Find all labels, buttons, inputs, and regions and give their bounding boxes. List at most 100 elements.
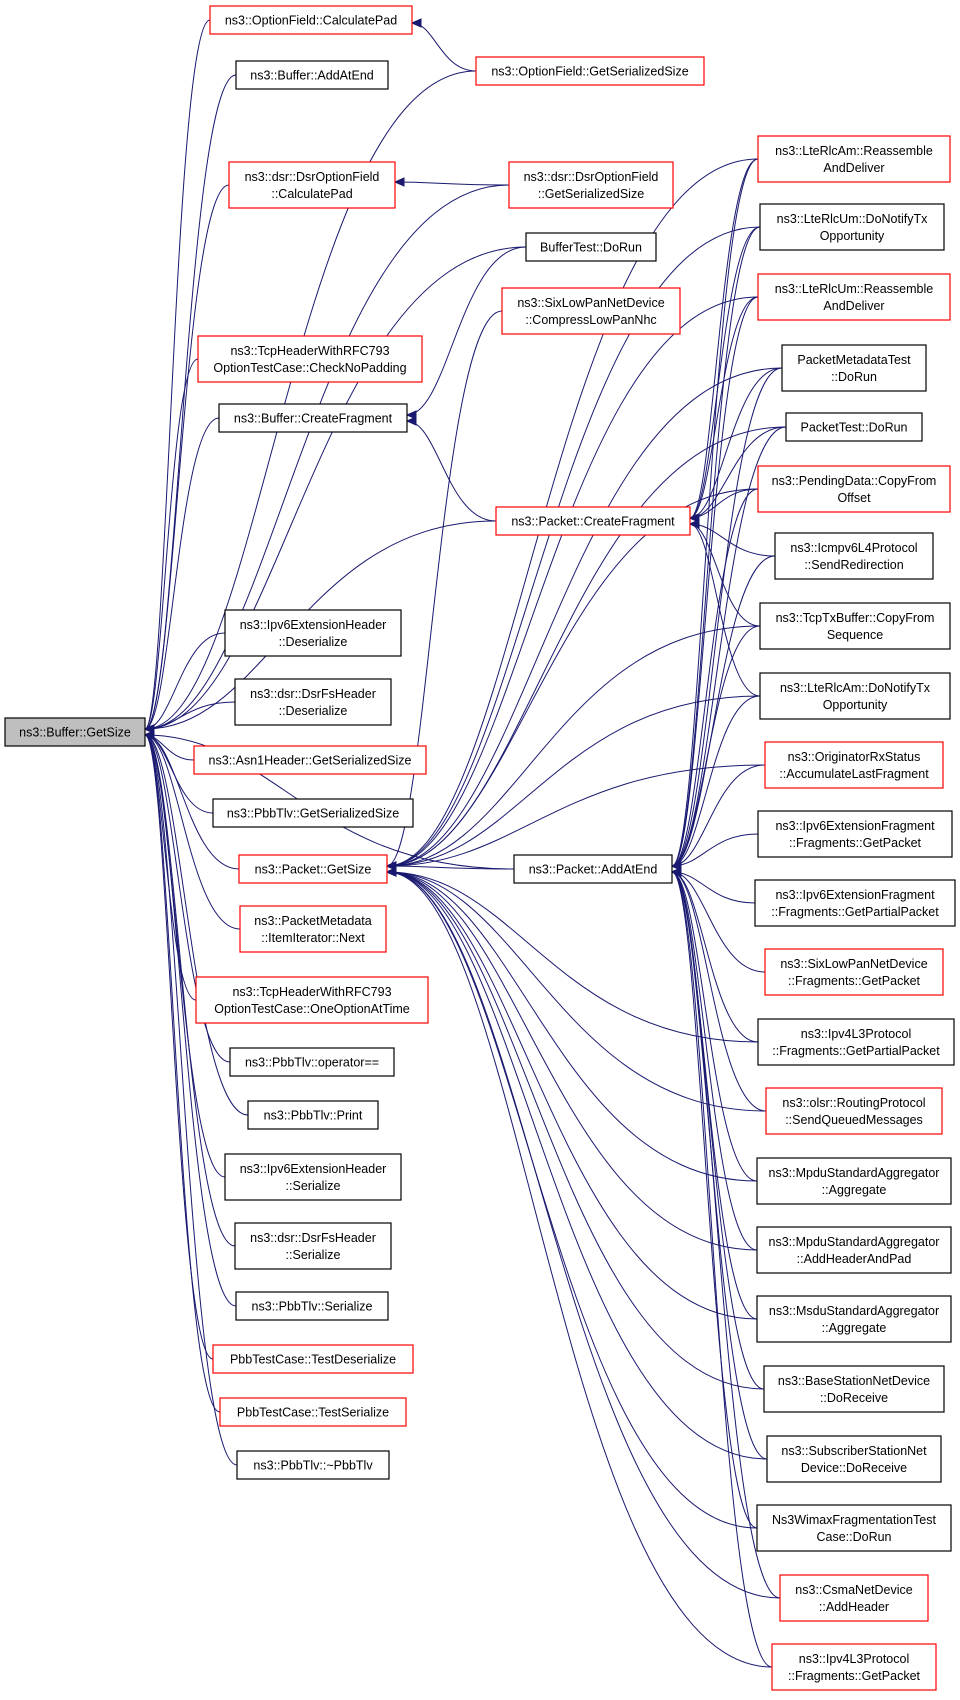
node-ns3-pbbtlv-pbbtlv[interactable]: ns3::PbbTlv::~PbbTlv (236, 1450, 390, 1480)
node-label: ::Deserialize (279, 635, 348, 649)
node-ns3-tcpheaderwithrfc793-optiontestcase-oneoptionattime[interactable]: ns3::TcpHeaderWithRFC793OptionTestCase::… (195, 976, 429, 1024)
node-box (212, 798, 414, 828)
node-ns3-packet-addatend[interactable]: ns3::Packet::AddAtEnd (513, 854, 673, 884)
edge-n-orig-to-n-pktgetsize (385, 764, 766, 871)
node-ns3-packet-getsize[interactable]: ns3::Packet::GetSize (238, 854, 388, 884)
edge-n-ipv4fragpkt-to-n-pktaddend (670, 867, 773, 1668)
node-ns3-buffer-getsize[interactable]: ns3::Buffer::GetSize (4, 717, 146, 747)
node-label: ns3::MpduStandardAggregator (769, 1235, 940, 1249)
node-ns3-packet-createfragment[interactable]: ns3::Packet::CreateFragment (495, 506, 691, 536)
node-label: ns3::dsr::DsrOptionField (245, 170, 380, 184)
node-box (757, 273, 951, 321)
node-label: ::AddHeaderAndPad (797, 1252, 912, 1266)
edge-n-rlcumreasm-to-n-pktcreatefrag (688, 296, 759, 523)
node-ns3-sixlowpannetdevice-fragments-getpacket[interactable]: ns3::SixLowPanNetDevice::Fragments::GetP… (764, 948, 944, 996)
node-ns3-icmpv6l4protocol-sendredirection[interactable]: ns3::Icmpv6L4Protocol::SendRedirection (774, 532, 934, 580)
node-label: ns3::MsduStandardAggregator (769, 1304, 939, 1318)
node-label: ns3::PendingData::CopyFrom (772, 474, 937, 488)
node-label: ns3::BaseStationNetDevice (778, 1374, 930, 1388)
node-ns3-originatorrxstatus-accumulatelastfragment[interactable]: ns3::OriginatorRxStatus::AccumulateLastF… (764, 741, 944, 789)
node-ns3-ipv6extensionheader-deserialize[interactable]: ns3::Ipv6ExtensionHeader::Deserialize (224, 609, 402, 657)
node-box (234, 678, 392, 726)
node-pbbtestcase-testserialize[interactable]: PbbTestCase::TestSerialize (219, 1397, 407, 1427)
node-packettest-dorun[interactable]: PacketTest::DoRun (785, 412, 923, 442)
edge-n-olsr-to-n-pktgetsize (385, 867, 767, 1112)
node-label: ns3::Buffer::CreateFragment (234, 412, 393, 426)
node-label: ns3::Ipv6ExtensionHeader (240, 618, 387, 632)
node-label: ns3::Packet::AddAtEnd (529, 863, 658, 877)
node-box (525, 232, 657, 262)
edge-n-icmpv6-to-n-pktcreatefrag (688, 519, 776, 557)
node-packetmetadatatest-dorun[interactable]: PacketMetadataTest::DoRun (781, 344, 927, 392)
node-label: ::Aggregate (822, 1183, 887, 1197)
edge-n-tcptx-to-n-pktaddend (670, 625, 761, 871)
edge-n-optser-to-n-optcalc (410, 18, 477, 72)
node-ns3-pbbtlv-serialize[interactable]: ns3::PbbTlv::Serialize (235, 1291, 389, 1321)
node-box (508, 161, 674, 209)
node-ns3-buffer-addatend[interactable]: ns3::Buffer::AddAtEnd (235, 60, 389, 90)
node-ns3-pbbtlv-operator[interactable]: ns3::PbbTlv::operator== (229, 1047, 395, 1077)
node-ns3-ipv4l3protocol-fragments-getpartialpacket[interactable]: ns3::Ipv4L3Protocol::Fragments::GetParti… (757, 1018, 955, 1066)
node-label: ::Fragments::GetPacket (788, 1669, 921, 1683)
node-ns3-pbbtlv-getserializedsize[interactable]: ns3::PbbTlv::GetSerializedSize (212, 798, 414, 828)
node-label: ns3::SubscriberStationNet (781, 1444, 927, 1458)
nodes-layer: ns3::Buffer::GetSize ns3::OptionField::Ca… (4, 5, 956, 1691)
node-ns3-olsr-routingprotocol-sendqueuedmessages[interactable]: ns3::olsr::RoutingProtocol::SendQueuedMe… (765, 1087, 943, 1135)
node-buffertest-dorun[interactable]: BufferTest::DoRun (525, 232, 657, 262)
node-label: ns3::Ipv4L3Protocol (801, 1027, 912, 1041)
node-ns3-subscriberstationnet-device-doreceive[interactable]: ns3::SubscriberStationNetDevice::DoRecei… (766, 1435, 942, 1483)
node-box (209, 5, 413, 35)
edge-n-pending-to-n-pktgetsize (385, 488, 759, 871)
node-ns3-ipv6extensionheader-serialize[interactable]: ns3::Ipv6ExtensionHeader::Serialize (224, 1153, 402, 1201)
edge-n-tcptx-to-n-pktgetsize (385, 625, 761, 871)
node-ns3-msdustandardaggregator-aggregate[interactable]: ns3::MsduStandardAggregator::Aggregate (756, 1295, 952, 1343)
node-box (759, 672, 951, 720)
node-label: ::Fragments::GetPacket (788, 974, 921, 988)
node-ns3-optionfield-getserializedsize[interactable]: ns3::OptionField::GetSerializedSize (475, 56, 705, 86)
node-label: ::DoReceive (820, 1391, 888, 1405)
node-box (757, 465, 951, 513)
node-ns3-asn1header-getserializedsize[interactable]: ns3::Asn1Header::GetSerializedSize (193, 745, 427, 775)
node-box (219, 1397, 407, 1427)
node-box (785, 412, 923, 442)
node-ns3-packetmetadata-itemiterator-next[interactable]: ns3::PacketMetadata::ItemIterator::Next (239, 905, 387, 953)
node-label: ns3::SixLowPanNetDevice (517, 296, 664, 310)
node-pbbtestcase-testdeserialize[interactable]: PbbTestCase::TestDeserialize (212, 1344, 414, 1374)
node-label: Opportunity (823, 698, 888, 712)
node-ns3-ipv6extensionfragment-fragments-getpartialpacket[interactable]: ns3::Ipv6ExtensionFragment::Fragments::G… (754, 879, 956, 927)
node-ns3-mpdustandardaggregator-aggregate[interactable]: ns3::MpduStandardAggregator::Aggregate (756, 1157, 952, 1205)
node-box (771, 1643, 937, 1691)
node-box (238, 854, 388, 884)
node-ns3-sixlowpannetdevice-compresslowpannhc[interactable]: ns3::SixLowPanNetDevice::CompressLowPanN… (501, 287, 681, 335)
node-ns3-csmanetdevice-addheader[interactable]: ns3::CsmaNetDevice::AddHeader (779, 1574, 929, 1622)
node-ns3-dsr-dsrfsheader-serialize[interactable]: ns3::dsr::DsrFsHeader::Serialize (234, 1222, 392, 1270)
node-ns3-ipv4l3protocol-fragments-getpacket[interactable]: ns3::Ipv4L3Protocol::Fragments::GetPacke… (771, 1643, 937, 1691)
node-ns3-buffer-createfragment[interactable]: ns3::Buffer::CreateFragment (218, 403, 408, 433)
node-ns3-ipv6extensionfragment-fragments-getpacket[interactable]: ns3::Ipv6ExtensionFragment::Fragments::G… (757, 810, 953, 858)
node-ns3-mpdustandardaggregator-addheaderandpad[interactable]: ns3::MpduStandardAggregator::AddHeaderAn… (756, 1226, 952, 1274)
node-ns3-basestationnetdevice-doreceive[interactable]: ns3::BaseStationNetDevice::DoReceive (763, 1365, 945, 1413)
node-box (4, 717, 146, 747)
node-box (756, 1157, 952, 1205)
node-label: OptionTestCase::CheckNoPadding (213, 361, 406, 375)
node-ns3-dsr-dsrfsheader-deserialize[interactable]: ns3::dsr::DsrFsHeader::Deserialize (234, 678, 392, 726)
node-label: ns3::dsr::DsrOptionField (524, 170, 659, 184)
node-box (218, 403, 408, 433)
node-ns3-tcpheaderwithrfc793-optiontestcase-checknopadding[interactable]: ns3::TcpHeaderWithRFC793OptionTestCase::… (197, 335, 423, 383)
node-label: ::AccumulateLastFragment (779, 767, 929, 781)
node-ns3-dsr-dsroptionfield-getserializedsize[interactable]: ns3::dsr::DsrOptionField::GetSerializedS… (508, 161, 674, 209)
node-ns3-dsr-dsroptionfield-calculatepad[interactable]: ns3::dsr::DsrOptionField::CalculatePad (228, 161, 396, 209)
node-label: Opportunity (820, 229, 885, 243)
node-ns3-optionfield-calculatepad[interactable]: ns3::OptionField::CalculatePad (209, 5, 413, 35)
node-label: ns3::LteRlcUm::DoNotifyTx (777, 212, 928, 226)
node-ns3-pbbtlv-print[interactable]: ns3::PbbTlv::Print (247, 1100, 379, 1130)
node-label: ns3::SixLowPanNetDevice (780, 957, 927, 971)
edge-n-pktcreatefrag-to-n-bufcreatefrag (405, 416, 497, 522)
